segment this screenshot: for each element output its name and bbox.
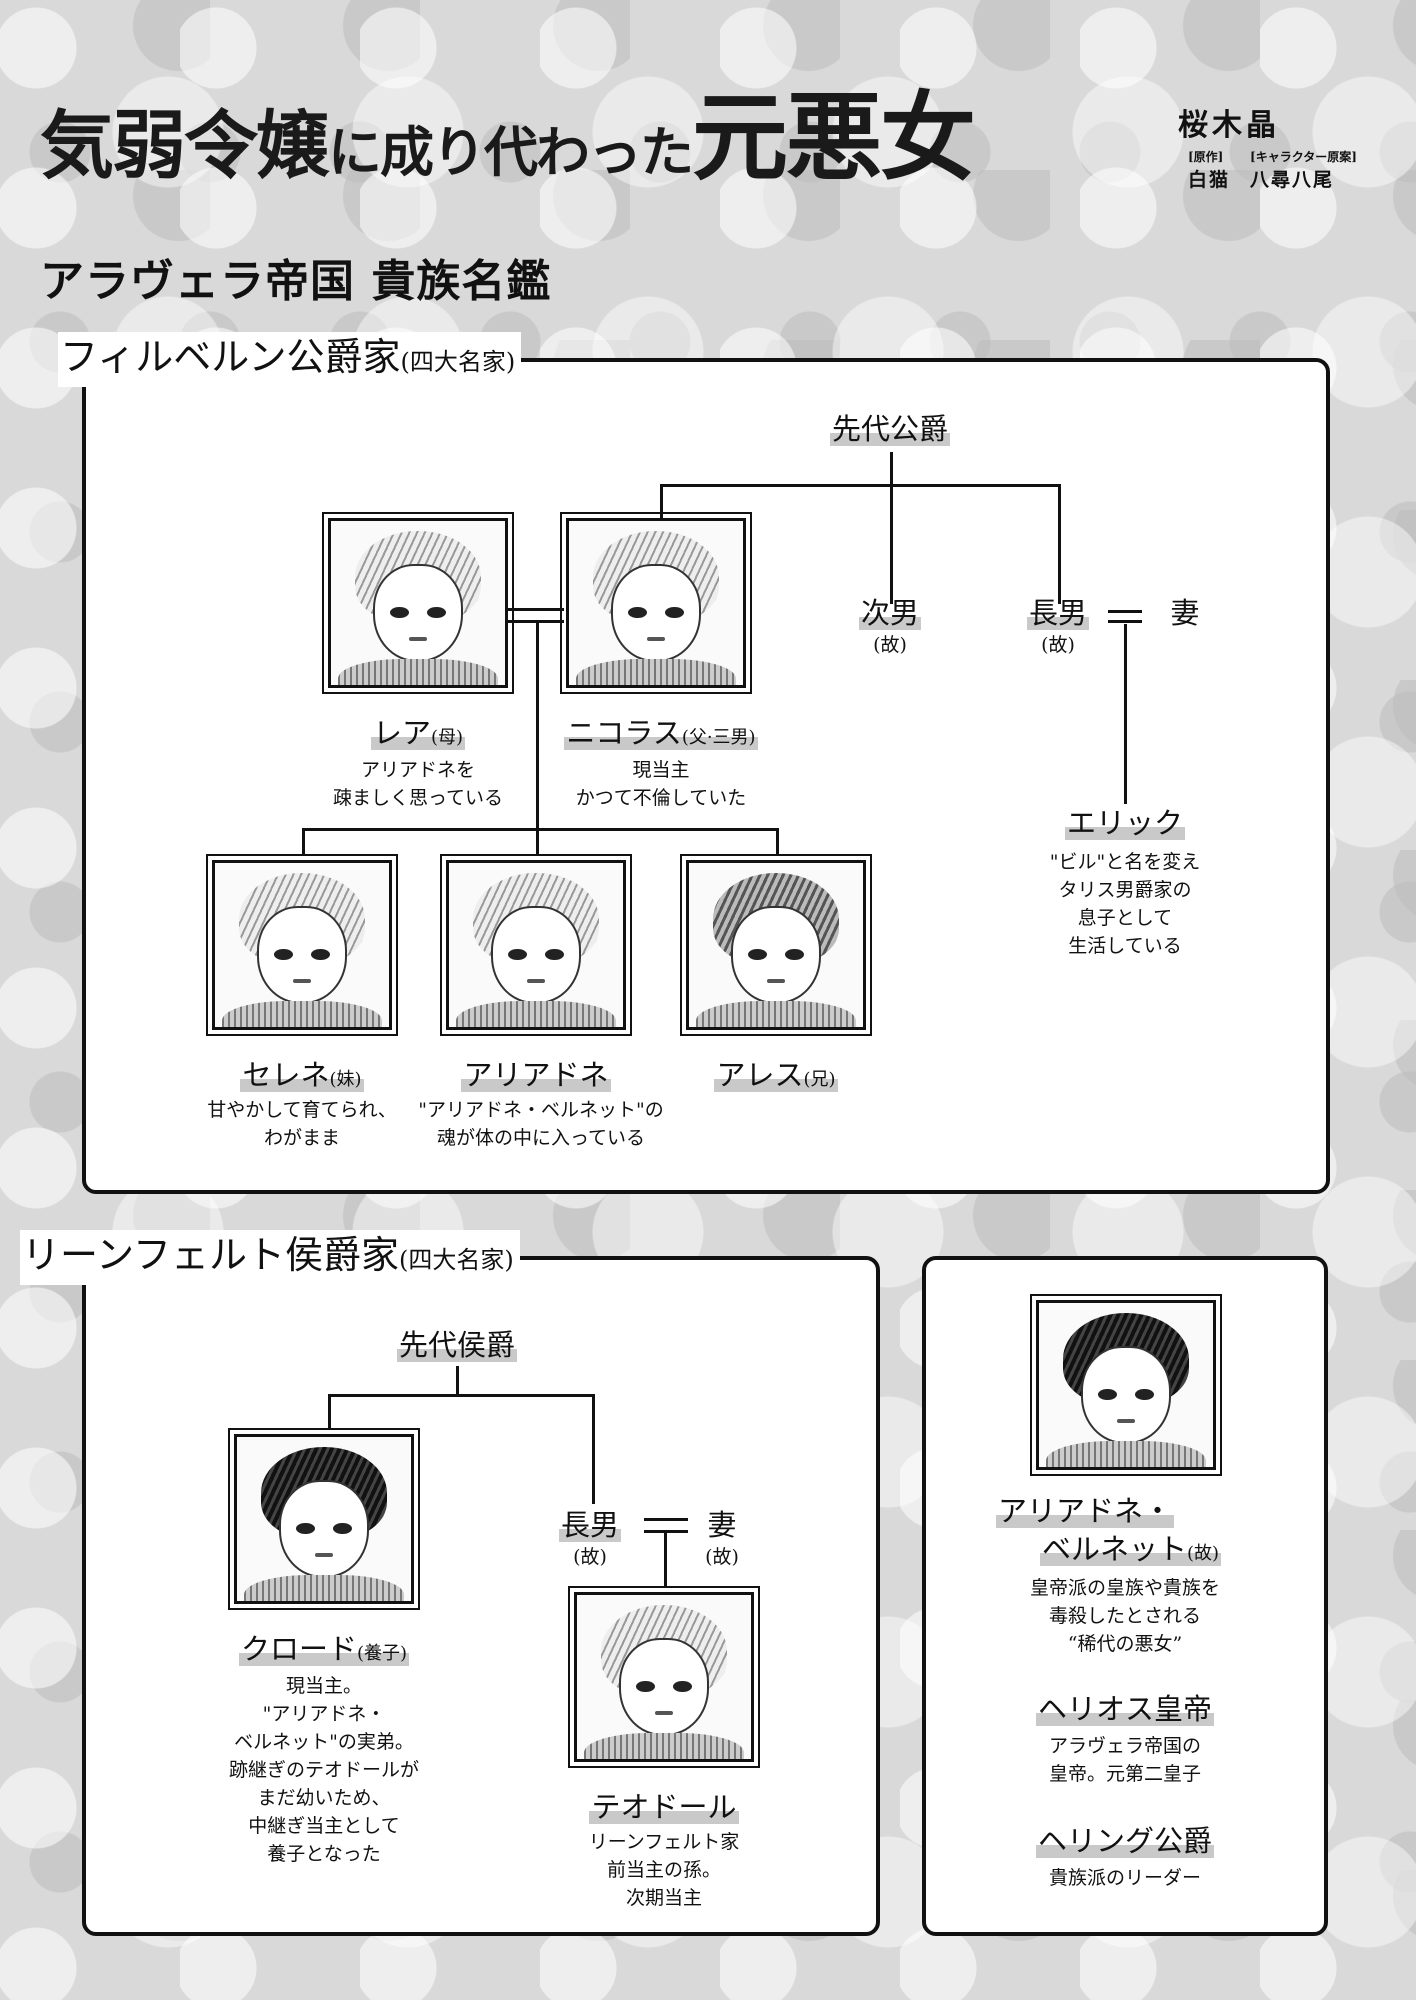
marriage-line <box>508 620 564 623</box>
others-panel <box>922 1256 1328 1936</box>
ariadne-label: アリアドネ <box>461 1058 611 1092</box>
marriage-line <box>1108 620 1142 623</box>
author-name: 桜木晶 <box>1178 108 1280 143</box>
filbern-section-title: フィルベルン公爵家(四大名家) <box>58 332 522 387</box>
tree-line <box>302 828 305 856</box>
nicolas-label: ニコラス(父·三男) <box>564 716 758 750</box>
credits: [原作] 白猫 [キャラクター原案] 八尋八尾 <box>1188 148 1357 192</box>
tree-line <box>664 1532 667 1588</box>
marriage-line <box>644 1518 688 1521</box>
eldest-son-label: 長男 <box>1026 596 1089 630</box>
ariadne-bernet-label-line1: アリアドネ・ <box>996 1494 1175 1528</box>
series-title: 気弱令嬢に成り代わった元悪女 <box>40 81 976 194</box>
second-son-label: 次男 <box>858 596 921 630</box>
theodore-portrait <box>568 1586 760 1768</box>
tree-line <box>456 1366 459 1396</box>
ariadne-description: "アリアドネ・ベルネット"の 魂が体の中に入っている <box>418 1099 664 1149</box>
leinfeld-section-title: リーンフェルト侯爵家(四大名家) <box>20 1230 520 1285</box>
tree-line <box>890 452 893 604</box>
marriage-line <box>1108 610 1142 613</box>
tree-line <box>660 484 1060 487</box>
tree-line <box>1124 624 1127 804</box>
ares-label: アレス(兄) <box>714 1058 838 1092</box>
wife-label: 妻 <box>1170 596 1200 630</box>
helios-description: アラヴェラ帝国の 皇帝。元第二皇子 <box>1048 1735 1201 1785</box>
nicolas-portrait <box>560 512 752 694</box>
tree-line <box>660 484 663 520</box>
claude-label: クロード(養子) <box>238 1632 410 1666</box>
selene-portrait <box>206 854 398 1036</box>
tree-line <box>536 622 539 856</box>
tree-line <box>592 1394 595 1504</box>
leinfeld-wife-note: (故) <box>705 1546 739 1568</box>
hering-label: ヘリング公爵 <box>1035 1824 1214 1858</box>
leinfeld-eldest-son-label: 長男 <box>558 1508 621 1542</box>
tree-line <box>328 1394 594 1397</box>
helios-label: ヘリオス皇帝 <box>1035 1692 1214 1726</box>
claude-portrait <box>228 1428 420 1610</box>
page-heading: アラヴェラ帝国 貴族名鑑 <box>40 256 552 307</box>
marriage-line <box>644 1530 688 1533</box>
eric-description: "ビル"と名を変え タリス男爵家の 息子として 生活している <box>1049 851 1201 957</box>
selene-description: 甘やかして育てられ、 わがまま <box>207 1099 397 1149</box>
second-son-note: (故) <box>873 634 907 656</box>
ariadne-bernet-label-line2: ベルネット(故) <box>1040 1532 1222 1566</box>
tree-line <box>1058 484 1061 604</box>
previous-duke-label: 先代公爵 <box>829 412 950 446</box>
nicolas-description: 現当主 かつて不倫していた <box>575 759 747 809</box>
rea-description: アリアドネを 疎ましく思っている <box>332 759 504 809</box>
ariadne-portrait <box>440 854 632 1036</box>
ariadne-bernet-portrait <box>1030 1294 1222 1476</box>
marriage-line <box>508 608 564 611</box>
hering-description: 貴族派のリーダー <box>1048 1867 1201 1889</box>
selene-label: セレネ(妹) <box>240 1058 364 1092</box>
eldest-son-note: (故) <box>1041 634 1075 656</box>
original-value: 白猫 <box>1188 169 1231 191</box>
tree-line <box>328 1394 331 1430</box>
tree-line <box>302 828 778 831</box>
rea-label: レア(母) <box>370 716 466 750</box>
theodore-label: テオドール <box>589 1790 739 1824</box>
leinfeld-wife-label: 妻 <box>707 1508 737 1542</box>
leinfeld-eldest-son-note: (故) <box>573 1546 607 1568</box>
theodore-description: リーンフェルト家 前当主の孫。 次期当主 <box>588 1831 740 1909</box>
ariadne-bernet-description: 皇帝派の皇族や貴族を 毒殺したとされる “稀代の悪女” <box>1029 1577 1220 1655</box>
original-label: [原作] <box>1188 150 1224 164</box>
rea-portrait <box>322 512 514 694</box>
tree-line <box>776 828 779 856</box>
filbern-panel <box>82 358 1330 1194</box>
character-design-label: [キャラクター原案] <box>1250 150 1357 164</box>
eric-label: エリック <box>1064 806 1185 840</box>
claude-description: 現当主。 "アリアドネ・ ベルネット"の実弟。 跡継ぎのテオドールが まだ幼いた… <box>228 1675 419 1865</box>
character-design-value: 八尋八尾 <box>1250 169 1335 191</box>
ares-portrait <box>680 854 872 1036</box>
previous-marquis-label: 先代侯爵 <box>396 1328 517 1362</box>
